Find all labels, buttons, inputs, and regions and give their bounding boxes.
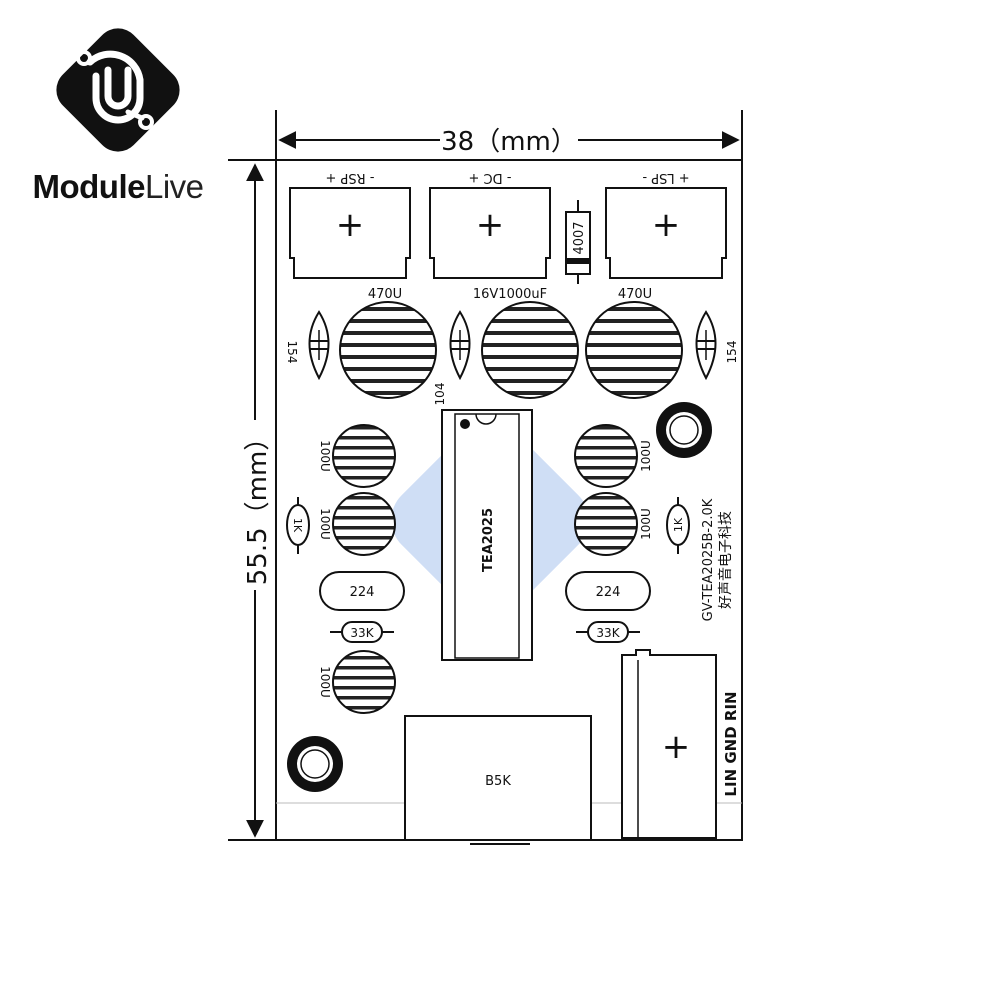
brand-name: ModuleLive — [18, 168, 218, 206]
cap-label-470u-right: 470U — [618, 287, 652, 302]
brand-name-bold: Module — [32, 168, 145, 205]
input-connector: + — [621, 649, 717, 839]
height-dimension-label: 55.5（mm） — [243, 425, 273, 586]
resistor-1k-right: 1K — [666, 497, 690, 554]
terminal-rsp-plus-sign: + — [336, 205, 365, 245]
potentiometer-label: B5K — [485, 774, 511, 789]
terminal-dc-plus-sign: + — [476, 205, 505, 245]
diode-4007: 4007 — [565, 200, 591, 284]
ceramic-cap-224-right: 224 — [565, 571, 651, 611]
resistor-label-33k-left: 33K — [350, 626, 374, 640]
height-dimension: 55.5（mm） — [228, 159, 276, 841]
terminal-label-rsp: - RSP + — [326, 170, 375, 185]
cap-label-100u-5: 100U — [318, 666, 332, 698]
terminal-label-lsp: + LSP - — [642, 170, 689, 185]
resistor-33k-right: 33K — [576, 621, 640, 643]
terminal-block-lsp: + — [605, 187, 727, 279]
film-cap-154-right: 154 — [695, 310, 739, 381]
board-model-label: GV-TEA2025B-2.0K — [701, 498, 716, 621]
film-cap-154-left: 154 — [285, 310, 330, 381]
electrolytic-cap-100u-3: 100U — [574, 424, 653, 488]
modulelive-logo-icon — [56, 28, 180, 152]
resistor-label-1k-left: 1K — [291, 518, 304, 533]
resistor-label-1k-right: 1K — [672, 517, 685, 532]
cap-label-100u-2: 100U — [318, 508, 332, 540]
input-pin-labels: LIN GND RIN — [722, 691, 740, 796]
cap-label-100u-1: 100U — [318, 440, 332, 472]
film-cap-104: 104 — [433, 310, 471, 406]
ceramic-cap-label-left: 224 — [350, 585, 375, 600]
electrolytic-cap-100u-5: 100U — [318, 650, 396, 714]
electrolytic-cap-470u-left — [339, 301, 437, 399]
brand-name-light: Live — [144, 168, 204, 205]
diode-label: 4007 — [572, 221, 587, 254]
film-cap-label-mid: 104 — [433, 383, 447, 406]
terminal-lsp-plus-sign: + — [652, 205, 681, 245]
mounting-hole-top-right — [656, 402, 712, 458]
ceramic-cap-label-right: 224 — [596, 585, 621, 600]
cap-label-470u-left: 470U — [368, 287, 402, 302]
mounting-hole-bottom-left — [287, 736, 343, 792]
ceramic-cap-224-left: 224 — [319, 571, 405, 611]
electrolytic-cap-100u-4: 100U — [574, 492, 653, 556]
ic-tea2025: TEA2025 — [441, 409, 533, 661]
input-connector-plus-sign: + — [662, 727, 691, 767]
film-cap-label-right: 154 — [725, 341, 739, 364]
potentiometer-b5k: B5K — [404, 715, 592, 845]
terminal-block-rsp: + — [289, 187, 411, 279]
cap-label-100u-4: 100U — [639, 508, 653, 540]
board-maker-label: 好声音电子科技 — [717, 511, 734, 609]
resistor-1k-left: 1K — [286, 497, 310, 554]
electrolytic-cap-470u-right — [585, 301, 683, 399]
ic-label: TEA2025 — [481, 508, 496, 572]
width-dimension-label: 38（mm） — [441, 127, 577, 157]
terminal-label-dc: - DC + — [469, 170, 512, 185]
terminal-block-dc: + — [429, 187, 551, 279]
cap-label-1000uf: 16V1000uF — [473, 287, 547, 302]
electrolytic-cap-100u-1: 100U — [318, 424, 396, 488]
resistor-33k-left: 33K — [330, 621, 394, 643]
resistor-label-33k-right: 33K — [596, 626, 620, 640]
electrolytic-cap-100u-2: 100U — [318, 492, 396, 556]
film-cap-label-left: 154 — [285, 341, 299, 364]
brand-logo: ModuleLive — [18, 18, 218, 208]
cap-label-100u-3: 100U — [639, 440, 653, 472]
width-dimension: 38（mm） — [275, 110, 743, 160]
electrolytic-cap-1000uf — [481, 301, 579, 399]
